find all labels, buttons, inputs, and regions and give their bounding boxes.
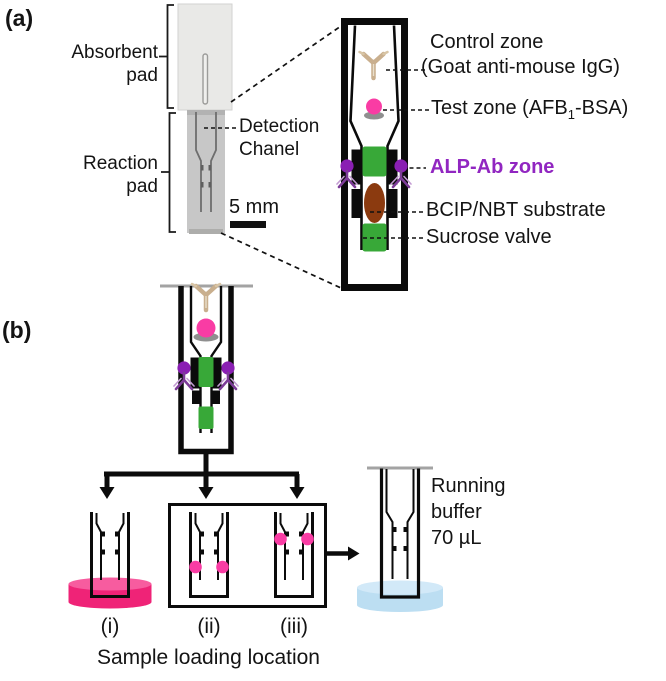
- option-box-group: [168, 503, 360, 608]
- reaction-pad: [187, 110, 225, 233]
- option-i-label: (i): [100, 615, 120, 638]
- buffer-funnel-right: [406, 469, 415, 579]
- absorbent-pad-label: Absorbent pad: [71, 42, 158, 86]
- panel-b-device: [160, 284, 253, 455]
- sucrose-valve-rect: [362, 223, 387, 252]
- test-zone-icon-b: [196, 318, 216, 338]
- sample-drop-ii-left: [189, 560, 202, 574]
- panel-a-annotations: [159, 4, 342, 289]
- arrowhead-ii: [198, 487, 214, 499]
- buffer-device-ticks: [392, 527, 408, 551]
- test-zone-label-post: -BSA): [574, 97, 629, 119]
- panel-a-tag: (a): [5, 5, 34, 31]
- test-zone-icon: [366, 98, 382, 115]
- mini-device-ii: [189, 510, 229, 598]
- device-b-valve-bars: [190, 357, 222, 404]
- arrow-to-buffer-head: [348, 546, 360, 561]
- alp-zone-green-rect: [362, 146, 387, 177]
- buffer-absorbent-line: [367, 466, 433, 470]
- device-photo: [177, 3, 233, 234]
- option-i-group: [68, 510, 152, 609]
- scale-bar-label: 5 mm: [229, 196, 279, 218]
- sample-dish-top: [68, 577, 152, 591]
- photo-channel-ticks: [201, 165, 211, 188]
- reaction-pad-label: Reaction pad: [83, 153, 158, 197]
- zoom-pointer-bottom: [220, 232, 342, 289]
- sample-drop-iii-left: [274, 532, 287, 546]
- sucrose-valve-label: Sucrose valve: [426, 226, 552, 248]
- schematic-valve-bars: [351, 149, 398, 218]
- test-zone-label-pre: Test zone (AFB: [431, 97, 568, 119]
- schematic-leader-lines: [363, 69, 429, 239]
- alp-zone-green-rect-b: [198, 357, 214, 387]
- buffer-device-group: [357, 466, 443, 612]
- options-box: [168, 503, 327, 608]
- control-zone-sublabel: (Goat anti-mouse IgG): [421, 56, 620, 78]
- substrate-ellipse: [364, 183, 385, 223]
- option-ii-label: (ii): [197, 615, 221, 638]
- device-b-funnel-left: [189, 286, 202, 433]
- scale-bar: [230, 221, 266, 228]
- running-buffer-label: Running buffer 70 µL: [431, 475, 506, 549]
- test-zone-pedestal: [364, 111, 384, 120]
- flow-arrows: [99, 454, 305, 499]
- absorbent-pad-line: [160, 284, 253, 288]
- mini-device-iii: [274, 510, 314, 598]
- sample-drop-ii-right: [216, 560, 229, 574]
- caption: Sample loading location: [97, 646, 320, 669]
- option-iii-label: (iii): [280, 615, 308, 638]
- absorbent-pad-slit: [202, 53, 209, 105]
- detection-channel-label: Detection Chanel: [239, 116, 320, 160]
- sample-drops: [189, 532, 314, 574]
- buffer-funnel-left: [385, 469, 394, 579]
- sucrose-valve-rect-b: [198, 406, 214, 429]
- panel-b-tag: (b): [2, 317, 32, 343]
- reaction-pad-bracket: [161, 112, 176, 233]
- bcip-nbt-label: BCIP/NBT substrate: [426, 199, 606, 221]
- absorbent-pad-bracket: [159, 4, 174, 109]
- buffer-dish-top: [357, 580, 443, 595]
- alp-ab-zone-label: ALP-Ab zone: [430, 156, 555, 178]
- arrowhead-i: [99, 487, 115, 499]
- test-zone-label: Test zone (AFB1-BSA): [431, 96, 628, 123]
- device-b-funnel-right: [210, 286, 223, 433]
- test-zone-label-sub: 1: [567, 107, 575, 122]
- zoom-pointer-top: [230, 25, 342, 103]
- buffer-device-outline: [379, 468, 421, 599]
- device-schematic: [335, 18, 429, 291]
- pad-bottom-shadow: [189, 229, 223, 234]
- pad-overlap-shadow: [187, 110, 225, 115]
- sample-drop-iii-right: [301, 532, 314, 546]
- control-zone-label: Control zone: [430, 31, 544, 53]
- arrowhead-iii: [289, 487, 305, 499]
- control-antibody-icon-b: [192, 284, 220, 310]
